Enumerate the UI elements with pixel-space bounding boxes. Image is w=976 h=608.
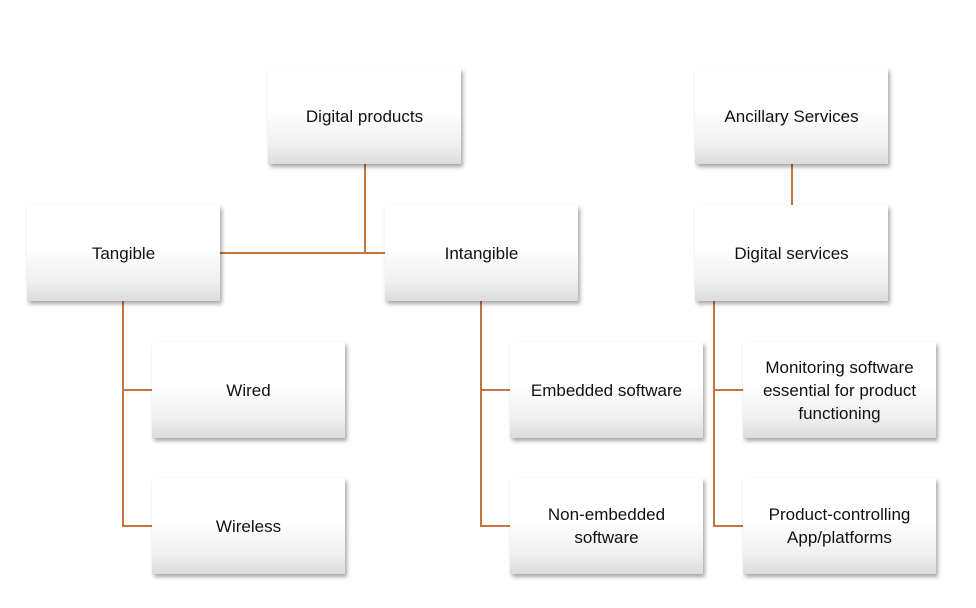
node-tangible: Tangible — [27, 205, 220, 301]
node-digital-products: Digital products — [268, 68, 461, 164]
node-monitoring-software: Monitoring software essential for produc… — [743, 342, 936, 438]
node-product-controlling: Product-controlling App/platforms — [743, 478, 936, 574]
node-intangible: Intangible — [385, 205, 578, 301]
node-ancillary-services: Ancillary Services — [695, 68, 888, 164]
node-wired: Wired — [152, 342, 345, 438]
node-digital-services: Digital services — [695, 205, 888, 301]
node-wireless: Wireless — [152, 478, 345, 574]
node-embedded-software: Embedded software — [510, 342, 703, 438]
node-non-embedded-software: Non-embedded software — [510, 478, 703, 574]
